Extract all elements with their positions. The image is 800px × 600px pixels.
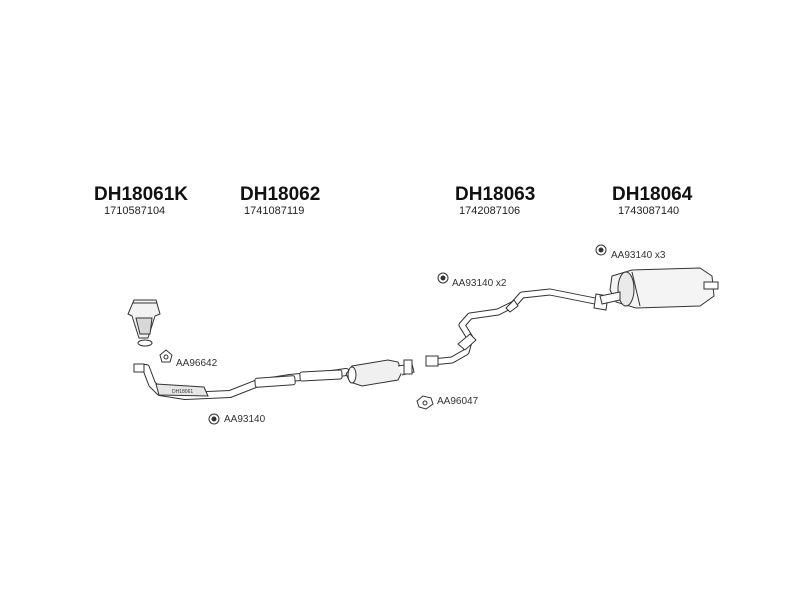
rubber-mount-icon-3 [595,244,607,256]
part-number-dh18063: 1742087106 [459,205,521,217]
part-number-dh18061k: 1710587104 [104,205,166,217]
front-pipe-stamp: DH18061 [172,389,193,395]
part-code-dh18063: DH18063 [455,184,536,205]
rear-silencer [599,267,719,309]
catalytic-converter [127,299,161,347]
center-pipe [254,369,343,388]
rubber-mount-icon [208,413,220,425]
part-number-dh18064: 1743087140 [618,205,680,217]
callout-rubber-mount-2: AA93140 x2 [452,278,507,289]
callout-gasket-1: AA96642 [176,358,218,369]
rubber-mount-icon-2 [437,272,449,284]
part-code-dh18064: DH18064 [612,184,693,205]
part-code-dh18062: DH18062 [240,184,321,205]
part-code-dh18061k: DH18061K [94,184,188,205]
callout-rubber-mount-3: AA93140 x3 [611,250,666,261]
intermediate-pipe [425,288,609,367]
middle-silencer [345,359,415,387]
callout-rubber-mount-1: AA93140 [224,414,266,425]
gasket-icon-2 [416,395,434,410]
part-number-dh18062: 1741087119 [244,205,305,217]
callout-gasket-2: AA96047 [437,396,479,407]
